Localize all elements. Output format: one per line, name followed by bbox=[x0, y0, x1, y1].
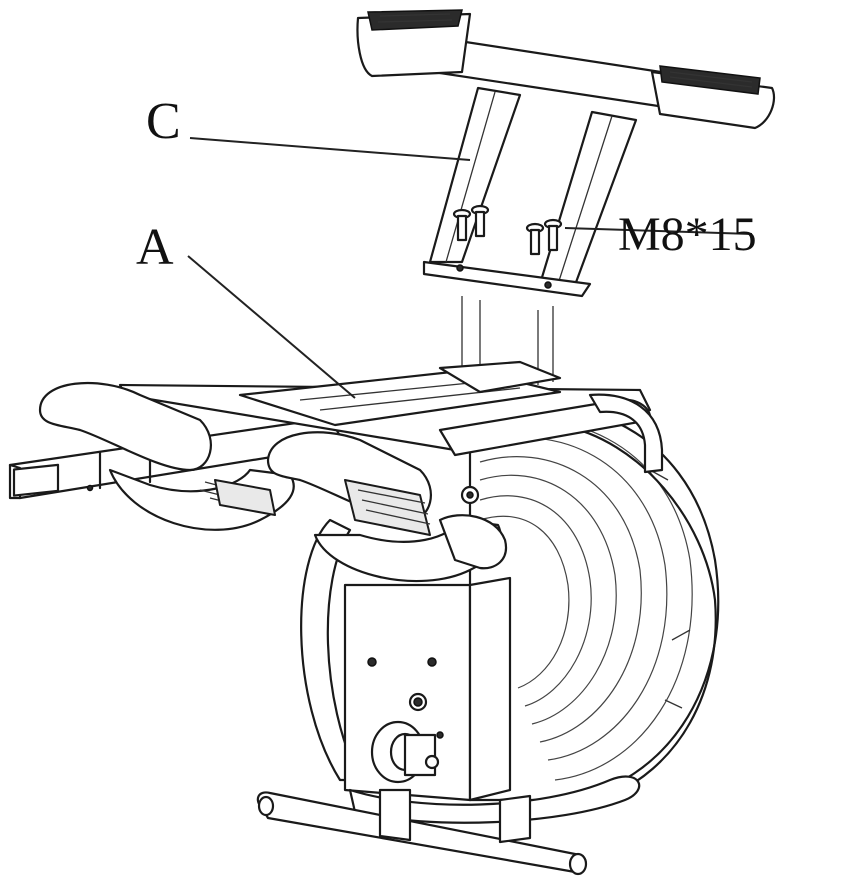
bolt-4 bbox=[543, 218, 563, 252]
leader-line-c bbox=[189, 137, 471, 161]
left-footrest bbox=[38, 381, 295, 531]
label-c: C bbox=[146, 93, 181, 150]
bolt-1 bbox=[452, 208, 472, 242]
leader-line-bolt bbox=[564, 227, 753, 235]
label-bolt-spec: M8*15 bbox=[618, 208, 757, 261]
label-a: A bbox=[136, 219, 174, 276]
leader-line-a bbox=[187, 255, 356, 399]
bolt-2 bbox=[470, 204, 490, 238]
flywheel-housing bbox=[468, 404, 720, 802]
right-footrest bbox=[266, 431, 508, 583]
rear-stabilizer bbox=[256, 775, 641, 876]
bolts-m8x15 bbox=[438, 204, 563, 394]
housing-body bbox=[343, 576, 512, 802]
handlebar-c bbox=[356, 9, 776, 298]
bolt-3 bbox=[525, 222, 545, 256]
